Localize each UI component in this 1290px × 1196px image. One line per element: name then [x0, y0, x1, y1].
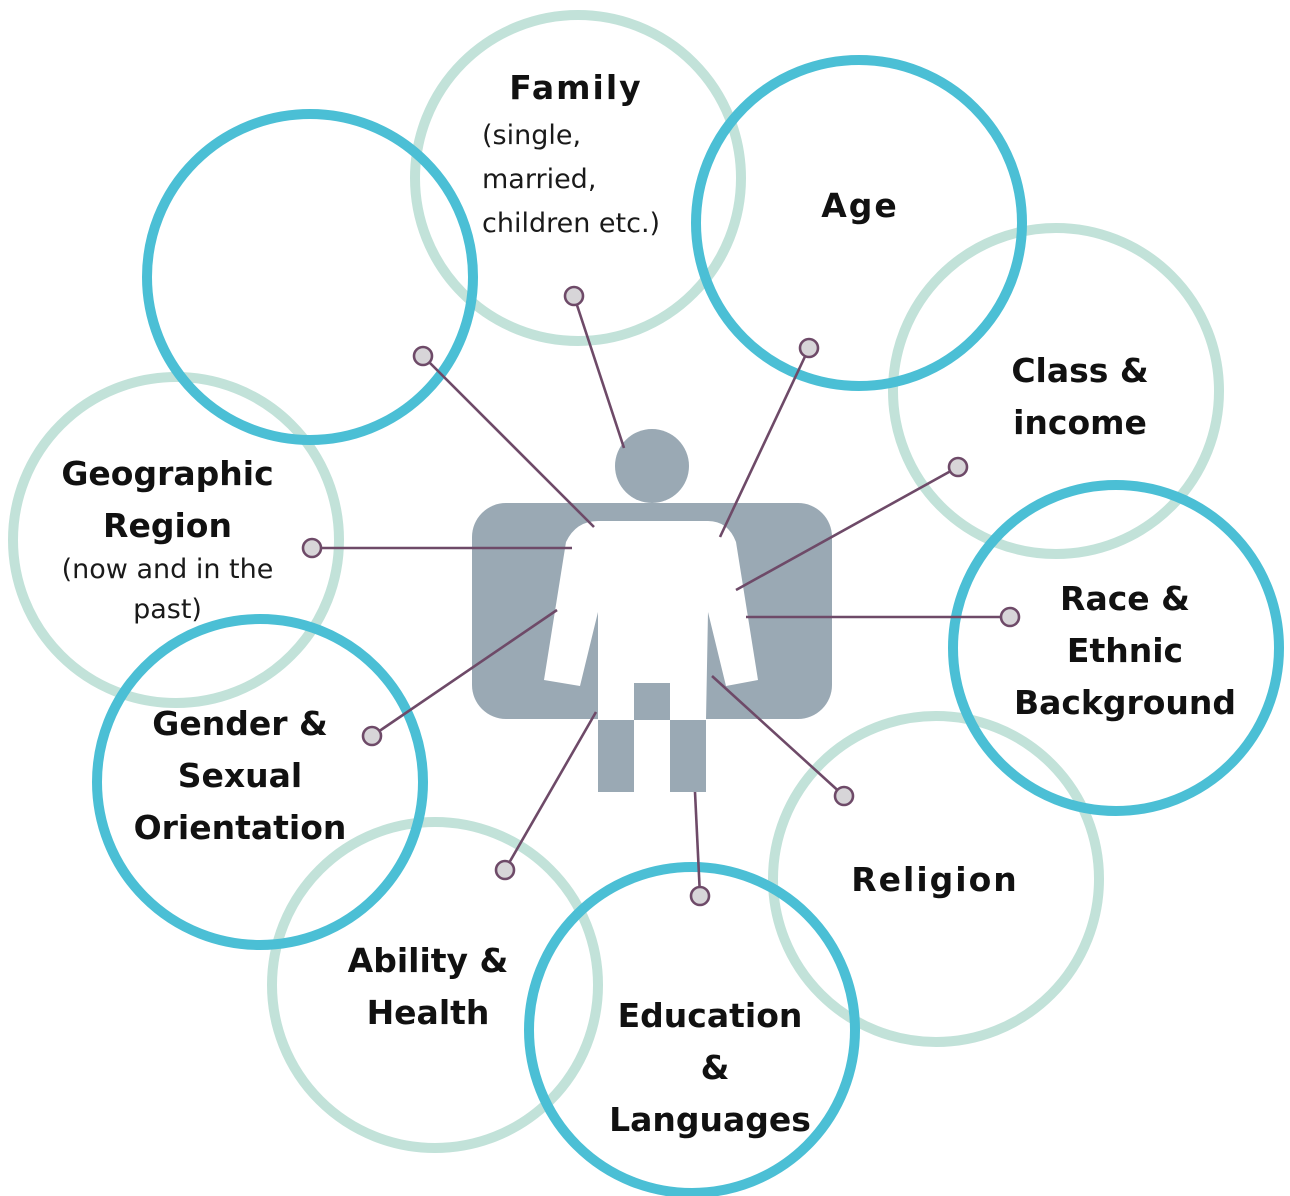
dot-religion — [833, 785, 855, 807]
label-age: Age — [780, 180, 940, 232]
connector-education — [693, 791, 702, 897]
figure-right-leg — [670, 720, 706, 792]
ring-class — [888, 223, 1224, 559]
label-religion: Religion — [830, 854, 1040, 906]
ring-race — [948, 480, 1284, 816]
connector-blank — [422, 355, 595, 528]
race-title-line-1: Race & — [1060, 579, 1190, 618]
ring-education — [524, 862, 860, 1196]
age-title: Age — [821, 186, 899, 225]
family-subtitle-line-1: (single, — [482, 120, 582, 151]
race-title-line-2: Ethnic — [1066, 631, 1184, 670]
family-title: Family — [509, 68, 643, 107]
label-gender: Gender & Sexual Orientation — [110, 698, 370, 854]
family-subtitle-line-3: children etc.) — [482, 208, 661, 239]
dot-age — [798, 337, 820, 359]
education-title-line-1: Education — [617, 996, 803, 1035]
figure-body — [544, 521, 758, 720]
ability-title-line-1: Ability & — [347, 941, 509, 980]
dot-ability — [494, 859, 516, 881]
label-ability: Ability & Health — [328, 935, 528, 1039]
ring-gender — [92, 614, 428, 950]
ring-ability — [267, 817, 603, 1153]
dot-blank — [412, 345, 434, 367]
ring-family — [410, 10, 746, 346]
education-title-line-2: & — [700, 1048, 730, 1087]
dot-class — [947, 456, 969, 478]
connector-gender — [371, 608, 558, 738]
ability-title-line-2: Health — [366, 993, 490, 1032]
family-subtitle-line-2: married, — [482, 164, 597, 195]
connector-religion — [711, 675, 845, 797]
ring-age — [691, 55, 1027, 391]
label-class-income: Class & income — [980, 345, 1180, 449]
dot-family — [563, 285, 585, 307]
geo-title-line-1: Geographic — [61, 454, 274, 493]
label-geographic-region: Geographic Region (now and in the past) — [30, 448, 305, 632]
label-race: Race & Ethnic Background — [1000, 573, 1250, 729]
connector-class — [735, 465, 959, 592]
ring-religion — [768, 711, 1104, 1047]
dot-race — [999, 606, 1021, 628]
dot-geographic-region — [301, 537, 323, 559]
geo-title-line-2: Region — [103, 506, 232, 545]
religion-title: Religion — [851, 860, 1019, 899]
geo-subtitle-line-2: past) — [133, 594, 202, 625]
dot-education — [689, 885, 711, 907]
gender-title-line-1: Gender & — [152, 704, 328, 743]
race-title-line-3: Background — [1013, 683, 1237, 722]
geo-subtitle-line-1: (now and in the — [61, 554, 274, 585]
connector-age — [718, 347, 811, 538]
gender-title-line-3: Orientation — [133, 808, 347, 847]
person-figure-icon — [472, 429, 832, 792]
label-education: Education & Languages — [580, 990, 840, 1146]
class-title-line-2: income — [1013, 403, 1147, 442]
dot-gender — [361, 725, 383, 747]
ring-blank — [142, 109, 478, 445]
class-title-line-1: Class & — [1011, 351, 1149, 390]
figure-left-leg — [598, 720, 634, 792]
gender-title-line-2: Sexual — [177, 756, 303, 795]
connector-family — [572, 295, 626, 449]
label-family: Family (single, married, children etc.) — [470, 62, 690, 246]
figure-head — [615, 429, 689, 503]
connector-ability — [503, 711, 598, 871]
education-title-line-3: Languages — [609, 1100, 811, 1139]
figure-crotch — [634, 683, 670, 720]
